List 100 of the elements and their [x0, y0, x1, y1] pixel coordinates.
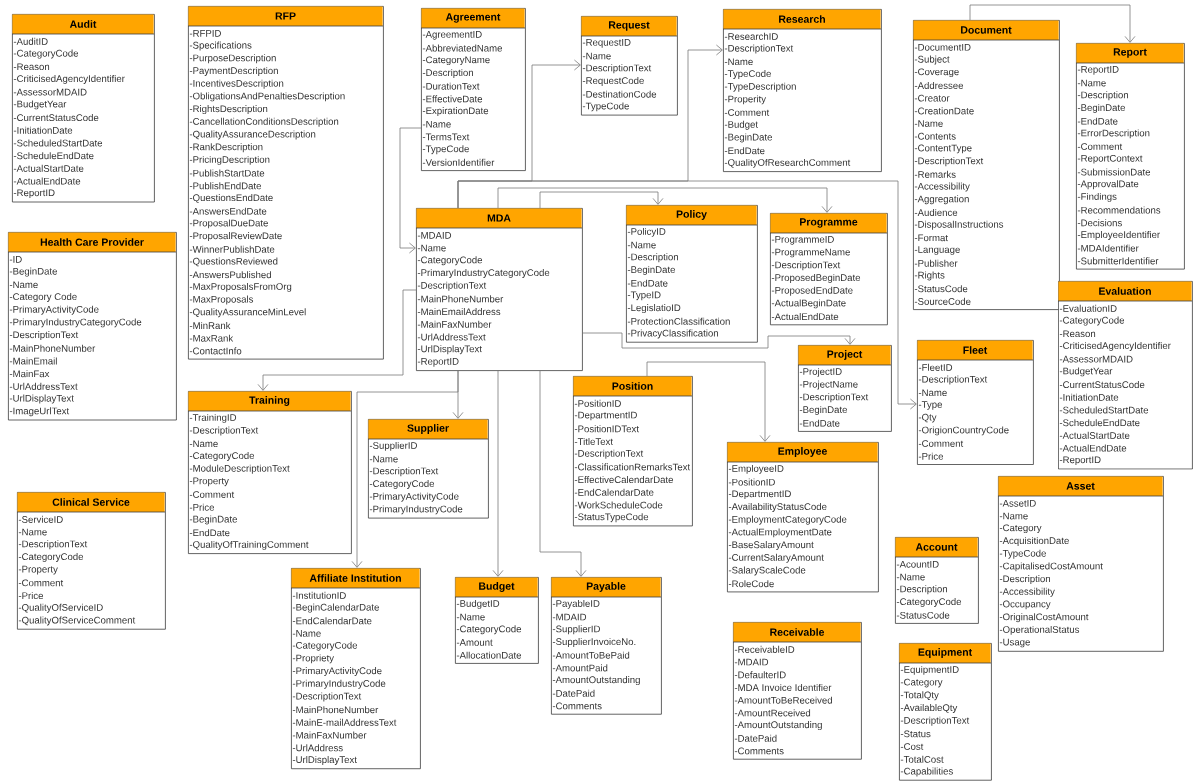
- attribute-text: -TermsText: [422, 133, 470, 141]
- attribute-text: -BeginDate: [9, 267, 57, 277]
- attribute-text: -SupplierID: [552, 625, 600, 635]
- attribute-text: -BeginDate: [627, 266, 675, 275]
- attribute-text: -IncentivesDescription: [189, 79, 284, 89]
- attribute-text: -MaxProposals: [189, 295, 254, 305]
- attribute-text: -ActualEndDate: [13, 177, 81, 185]
- attribute-text: -CategoryCode: [369, 480, 435, 489]
- attribute-text: -CategoryCode: [292, 641, 358, 651]
- attribute-text: -MainEmailAddress: [417, 308, 501, 316]
- attribute-text: -Name: [914, 120, 943, 127]
- attribute-text: -OperationalStatus: [999, 625, 1080, 635]
- attribute-text: -DepartmentID: [728, 490, 791, 500]
- attribute-text: -PrimaryIndustryCategoryCode: [417, 269, 550, 278]
- connector-arrow: [497, 187, 833, 213]
- attribute-text: -Description: [999, 575, 1050, 585]
- attribute-text: -ScheduledStartDate: [13, 139, 103, 147]
- entity-table: [580, 16, 678, 116]
- attribute-text: -MaxProposalsFromOrg: [189, 282, 292, 292]
- attribute-text: -BeginDate: [1077, 104, 1125, 113]
- table-title: Programme: [800, 218, 858, 228]
- attribute-text: -QualityAssuranceDescription: [189, 130, 316, 140]
- attribute-text: -Comment: [18, 579, 64, 587]
- attribute-text: -ApprovalDate: [1077, 180, 1139, 190]
- attribute-text: -ActualEmploymentDate: [728, 528, 832, 538]
- attribute-text: -UrlAddress: [292, 744, 343, 752]
- table-title: Training: [249, 396, 290, 406]
- connector-arrow: [492, 370, 504, 577]
- attribute-text: -ScheduleEndDate: [1059, 419, 1140, 427]
- table-title: Evaluation: [1099, 287, 1151, 295]
- attribute-text: -Category Code: [9, 293, 77, 302]
- attribute-text: -CurrentSalaryAmount: [728, 553, 824, 563]
- attribute-text: -PrimaryIndustryCode: [292, 679, 386, 689]
- attribute-text: -Type: [918, 401, 942, 410]
- attribute-text: -DescriptionText: [914, 157, 984, 167]
- attribute-text: -AssessorMDAID: [13, 88, 87, 96]
- attribute-text: -CreationDate: [914, 107, 974, 115]
- attribute-text: -Name: [627, 241, 656, 249]
- attribute-text: -WorkScheduleCode: [574, 501, 663, 509]
- attribute-text: -CategoryCode: [896, 598, 962, 607]
- entity-table: [187, 6, 384, 360]
- attribute-text: -ReportID: [417, 358, 459, 367]
- attribute-text: -TotalCost: [900, 755, 944, 763]
- attribute-text: -ClassificationRemarksText: [574, 463, 691, 471]
- attribute-text: -DescriptionText: [724, 44, 794, 54]
- attribute-text: -Occupancy: [999, 600, 1051, 610]
- attribute-text: -InitiationDate: [13, 126, 73, 134]
- attribute-text: -ActualStartDate: [1059, 431, 1130, 439]
- attribute-text: -RequestID: [582, 39, 631, 48]
- attribute-text: -AvailabilityStatusCode: [728, 503, 827, 512]
- attribute-text: -DescriptionText: [292, 692, 362, 702]
- attribute-text: -Name: [369, 455, 398, 463]
- attribute-text: -ServiceID: [18, 515, 63, 523]
- attribute-text: -EndDate: [1077, 117, 1118, 125]
- attribute-text: -PublishStartDate: [189, 169, 265, 177]
- attribute-text: -Name: [918, 389, 947, 397]
- entity-table: [997, 476, 1164, 652]
- attribute-text: -Recommendations: [1077, 206, 1161, 214]
- attribute-text: -TypeCode: [422, 145, 469, 155]
- attribute-text: -DescriptionText: [771, 261, 841, 271]
- attribute-text: -MaxRank: [189, 334, 234, 342]
- attribute-text: -CurrentStatusCode: [1059, 381, 1145, 389]
- attribute-text: -OriginalCostAmount: [999, 613, 1089, 623]
- attribute-text: -ObligationsAndPenaltiesDescription: [189, 92, 345, 102]
- table-title: Payable: [586, 582, 626, 592]
- connector-arrow: [457, 180, 917, 410]
- attribute-text: -SupplierInvoiceNo.: [552, 638, 636, 647]
- connector-arrow: [646, 361, 771, 442]
- entity-table: [1057, 281, 1193, 470]
- attribute-text: -Category: [900, 678, 943, 688]
- attribute-text: -MainPhoneNumber: [292, 706, 379, 714]
- attribute-text: -MDA Invoice Identifier: [734, 683, 832, 691]
- attribute-text: -PolicyID: [627, 227, 666, 237]
- table-title: Audit: [69, 20, 97, 28]
- table-title: Research: [779, 15, 825, 23]
- attribute-text: -Comment: [918, 440, 964, 447]
- attribute-text: -Name: [417, 244, 446, 252]
- attribute-text: -ProposedEndDate: [771, 286, 853, 296]
- entity-table: [769, 213, 888, 326]
- attribute-text: -ErrorDescription: [1077, 129, 1150, 139]
- attribute-text: -Name: [999, 512, 1028, 520]
- attribute-text: -ActualEndDate: [771, 313, 839, 321]
- attribute-text: -AmountOutstanding: [552, 676, 640, 686]
- attribute-text: -TypeCode: [999, 549, 1046, 559]
- attribute-text: -ProjectName: [799, 380, 858, 390]
- attribute-text: -DescriptionText: [574, 449, 644, 459]
- attribute-text: -MinRank: [189, 321, 231, 329]
- attribute-text: -OrigionCountryCode: [918, 426, 1009, 436]
- attribute-text: -ReportContext: [1077, 154, 1143, 164]
- connector-arrow: [539, 191, 664, 209]
- attribute-text: -Accessibility: [999, 587, 1055, 597]
- attribute-text: -ProposalReviewDate: [189, 232, 282, 242]
- attribute-text: -EffectiveDate: [422, 95, 483, 103]
- attribute-text: -AssessorMDAID: [1059, 355, 1133, 363]
- entity-table: [912, 20, 1060, 310]
- attribute-text: -ReportID: [1077, 66, 1119, 75]
- attribute-text: -ActualBeginDate: [771, 299, 846, 309]
- attribute-text: -AcountID: [896, 561, 939, 568]
- attribute-text: -ProgrammeID: [771, 236, 834, 245]
- attribute-text: -Properity: [724, 95, 766, 105]
